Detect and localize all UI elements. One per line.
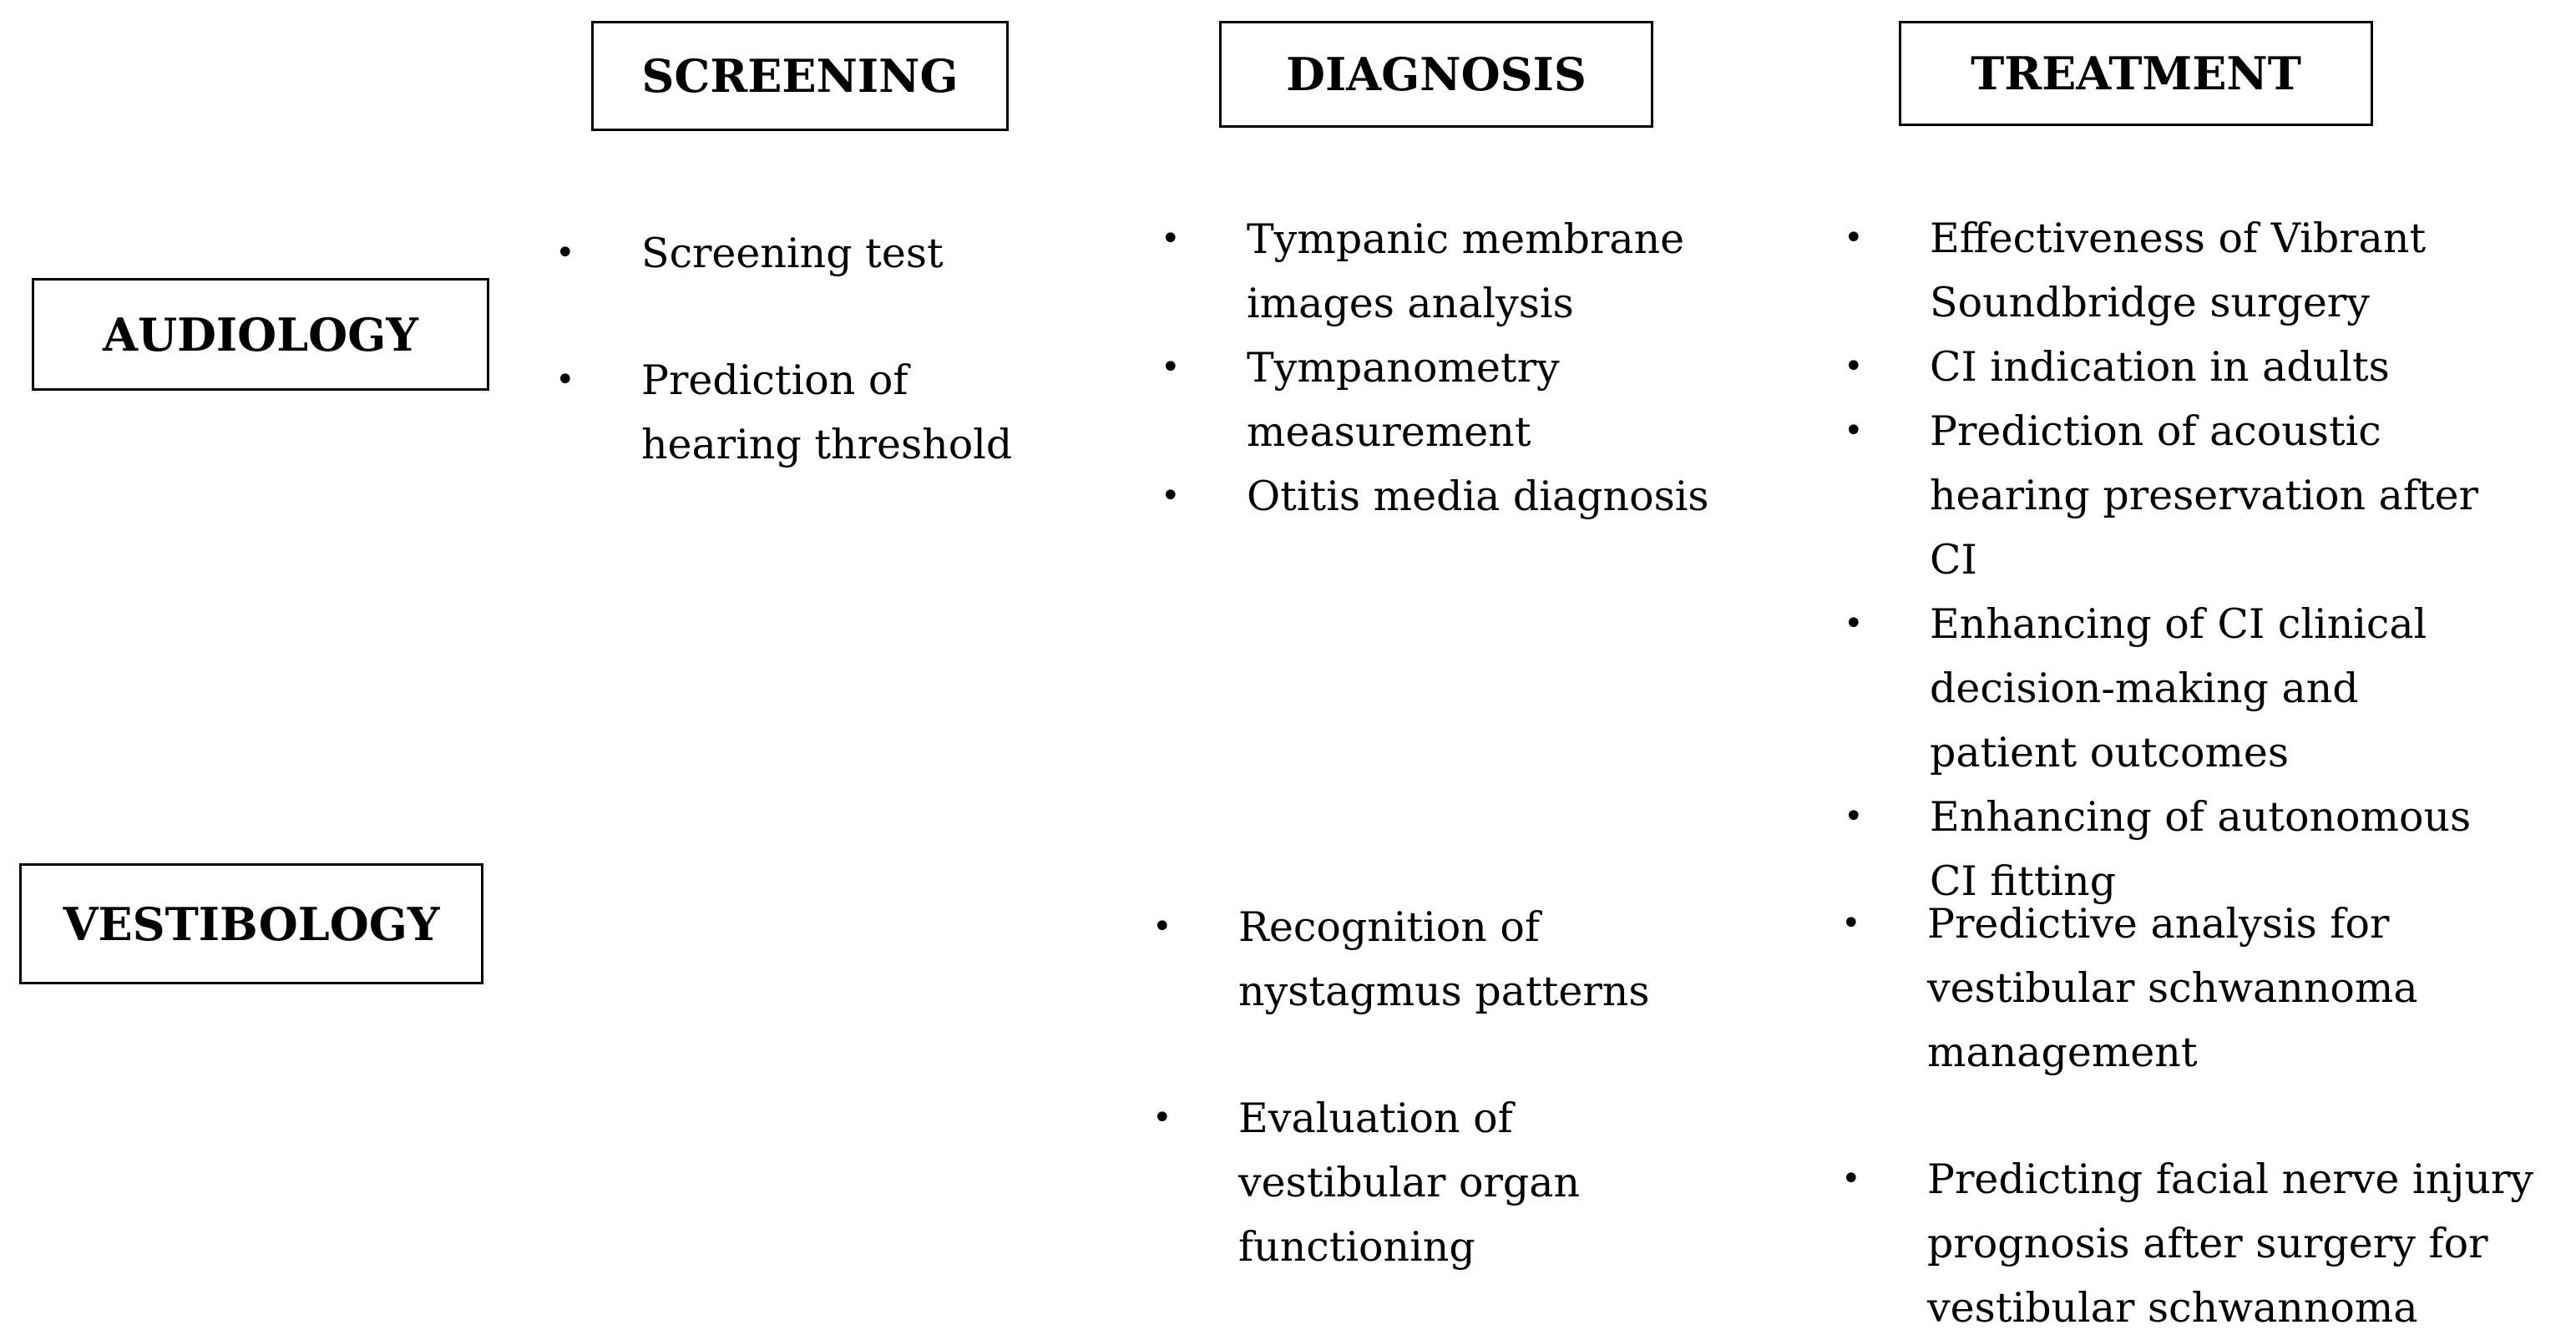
bullet-icon: • bbox=[1844, 604, 1864, 643]
bullet-icon: • bbox=[1844, 412, 1864, 450]
row-header-audiology: AUDIOLOGY bbox=[32, 278, 489, 391]
list-item: • Predicting facial nerve injury prognos… bbox=[1841, 1147, 2568, 1340]
bullet-icon: • bbox=[555, 361, 575, 399]
row-header-vestibology: VESTIBOLOGY bbox=[19, 863, 483, 984]
bullet-icon: • bbox=[1844, 347, 1864, 386]
list-item: • Recognition of nystagmus patterns bbox=[1152, 895, 1670, 1024]
vestibology-diagnosis-list: • Recognition of nystagmus patterns • Ev… bbox=[1152, 895, 1670, 1279]
list-item-text: Predicting facial nerve injury prognosis… bbox=[1927, 1155, 2533, 1332]
list-item-text: Evaluation of vestibular organ functioni… bbox=[1238, 1095, 1581, 1271]
list-item-text: CI indication in adults bbox=[1930, 343, 2390, 391]
list-item-text: Recognition of nystagmus patterns bbox=[1238, 903, 1650, 1015]
list-item-text: Tympanic membrane images analysis bbox=[1247, 215, 1685, 327]
bullet-icon: • bbox=[1844, 219, 1864, 257]
column-header-treatment: TREATMENT bbox=[1899, 21, 2373, 126]
list-item-text: Enhancing of autonomous CI fitting bbox=[1930, 793, 2472, 905]
list-item: • Effectiveness of Vibrant Soundbridge s… bbox=[1844, 206, 2512, 335]
list-item: • Tympanic membrane images analysis bbox=[1161, 207, 1712, 336]
bullet-icon: • bbox=[1152, 908, 1172, 946]
vestibology-treatment-list: • Predictive analysis for vestibular sch… bbox=[1841, 892, 2568, 1340]
audiology-treatment-list: • Effectiveness of Vibrant Soundbridge s… bbox=[1844, 206, 2512, 913]
list-item: • Screening test bbox=[555, 221, 1073, 286]
list-item: • Otitis media diagnosis bbox=[1161, 464, 1712, 528]
list-item: • CI indication in adults bbox=[1844, 335, 2512, 399]
list-item-text: Effectiveness of Vibrant Soundbridge sur… bbox=[1930, 215, 2427, 326]
column-header-diagnosis: DIAGNOSIS bbox=[1219, 21, 1653, 128]
list-item: • Tympanometry measurement bbox=[1161, 336, 1712, 464]
list-item: • Enhancing of autonomous CI fitting bbox=[1844, 785, 2512, 913]
bullet-icon: • bbox=[1841, 904, 1861, 943]
list-item-text: Screening test bbox=[641, 230, 944, 277]
bullet-icon: • bbox=[555, 234, 575, 272]
bullet-icon: • bbox=[1844, 797, 1864, 836]
bullet-icon: • bbox=[1152, 1099, 1172, 1137]
bullet-icon: • bbox=[1161, 220, 1181, 258]
list-item: • Predictive analysis for vestibular sch… bbox=[1841, 892, 2568, 1085]
list-item-text: Predictive analysis for vestibular schwa… bbox=[1927, 900, 2418, 1076]
bullet-icon: • bbox=[1841, 1160, 1861, 1198]
list-item: • Enhancing of CI clinical decision-maki… bbox=[1844, 592, 2512, 785]
list-item: • Prediction of acoustic hearing preserv… bbox=[1844, 399, 2512, 592]
audiology-diagnosis-list: • Tympanic membrane images analysis • Ty… bbox=[1161, 207, 1712, 528]
audiology-screening-list: • Screening test • Prediction of hearing… bbox=[555, 221, 1073, 477]
list-item: • Prediction of hearing threshold bbox=[555, 348, 1073, 477]
bullet-icon: • bbox=[1161, 348, 1181, 387]
list-item: • Evaluation of vestibular organ functio… bbox=[1152, 1086, 1670, 1279]
list-item-text: Otitis media diagnosis bbox=[1247, 473, 1709, 520]
list-item-text: Enhancing of CI clinical decision-making… bbox=[1930, 600, 2427, 776]
list-item-text: Prediction of hearing threshold bbox=[641, 356, 1013, 468]
column-header-screening: SCREENING bbox=[591, 21, 1009, 131]
list-item-text: Tympanometry measurement bbox=[1247, 344, 1560, 456]
bullet-icon: • bbox=[1161, 477, 1181, 515]
list-item-text: Prediction of acoustic hearing preservat… bbox=[1930, 407, 2479, 584]
